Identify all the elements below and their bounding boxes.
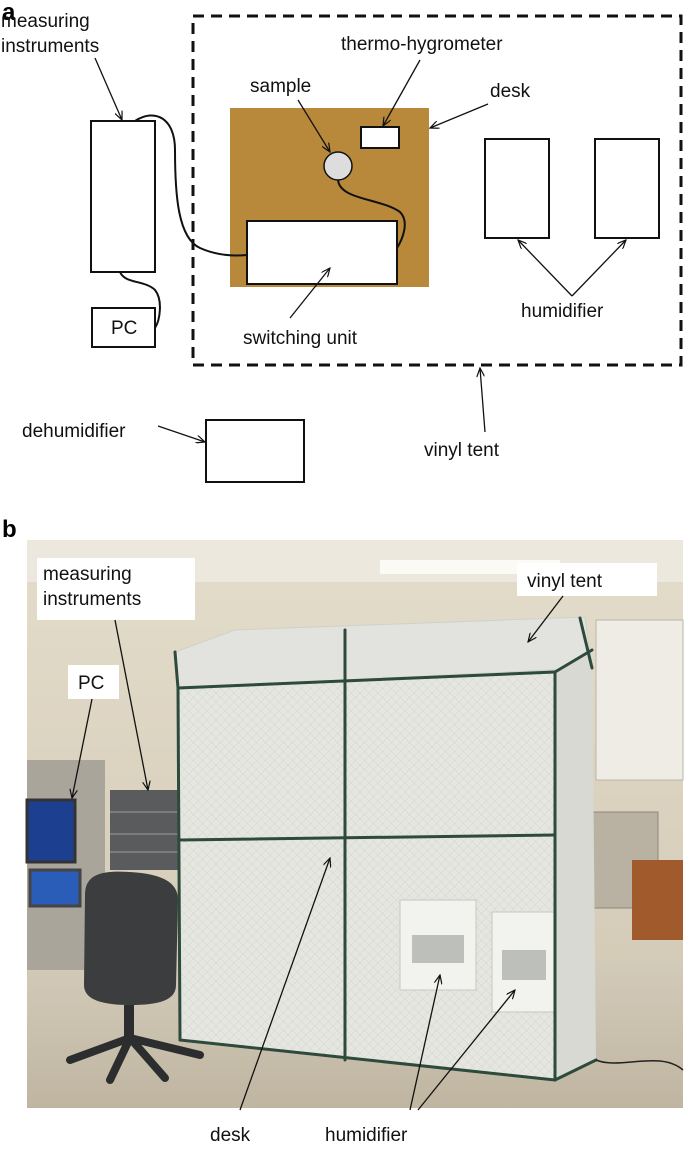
cable-instruments-to-pc — [119, 271, 161, 329]
arrow-sample — [297, 99, 330, 152]
arrow-humidifier-2 — [571, 240, 626, 297]
tag-vinyl-tent — [517, 563, 657, 596]
chair-post — [124, 1005, 134, 1040]
label-dehumidifier: dehumidifier — [22, 421, 126, 442]
photo-label-vinyl-tent: vinyl tent — [527, 571, 603, 592]
chair-base — [66, 1033, 204, 1084]
photo-label-measuring-line1: measuring — [43, 564, 132, 585]
photo-label-humidifier: humidifier — [325, 1125, 408, 1146]
photo-arrow-desk — [239, 858, 330, 1111]
instrument-stack — [110, 790, 180, 870]
tent-frame — [173, 616, 598, 1082]
floor-cable — [595, 1059, 684, 1071]
panel-a-letter: a — [2, 0, 16, 26]
window-blinds — [595, 619, 684, 781]
arrow-humidifier-1 — [518, 240, 573, 297]
humidifier-grille-1 — [412, 935, 464, 963]
cable-instruments-to-switching — [134, 114, 248, 257]
panel-a: a measuring instruments thermo-hygromete… — [1, 0, 683, 483]
label-thermo-hygrometer: thermo-hygrometer — [341, 34, 503, 55]
arrow-vinyl-tent — [480, 368, 486, 433]
label-pc: PC — [111, 318, 137, 339]
humidifier-grille-2 — [502, 950, 546, 980]
photo-label-instruments-line2: instruments — [43, 589, 141, 610]
sample-circle — [323, 151, 353, 181]
photo-arrow-humidifier-1 — [409, 975, 440, 1111]
tent-side-panel — [555, 650, 596, 1080]
label-humidifier: humidifier — [521, 301, 604, 322]
label-sample: sample — [250, 76, 311, 97]
humidifier-box-2 — [594, 138, 660, 239]
label-instruments-line2: instruments — [1, 36, 99, 57]
label-switching-unit: switching unit — [243, 328, 358, 349]
arrow-thermo-hygrometer — [383, 59, 421, 126]
panel-b: b — [2, 516, 684, 1146]
arrow-switching-unit — [289, 268, 330, 319]
office-chair — [84, 871, 178, 1005]
room-photo — [25, 540, 684, 1108]
pc-box — [91, 307, 156, 348]
cable-sample-to-switching — [337, 179, 406, 249]
photo-arrow-vinyl-tent — [528, 595, 564, 642]
photo-label-desk: desk — [210, 1125, 251, 1146]
photo-arrow-humidifier-2 — [417, 990, 515, 1111]
humidifier-box-1 — [484, 138, 550, 239]
photo-label-pc: PC — [78, 673, 104, 694]
photo-arrow-measuring-instruments — [114, 619, 148, 790]
ceiling-light — [380, 560, 560, 574]
vinyl-tent-boundary — [191, 14, 683, 367]
arrow-desk — [430, 103, 489, 128]
tent-front-mesh — [178, 672, 555, 1080]
arrow-measuring-instruments — [94, 57, 122, 120]
tag-pc — [68, 665, 119, 699]
label-vinyl-tent: vinyl tent — [424, 440, 500, 461]
cardboard-box — [632, 860, 683, 940]
panel-b-letter: b — [2, 516, 17, 543]
measuring-instruments-box — [90, 120, 156, 273]
tag-measuring-instruments — [37, 558, 195, 620]
laptop — [28, 868, 82, 908]
label-measuring-line1: measuring — [1, 11, 90, 32]
dehumidifier-box — [205, 419, 305, 483]
arrow-dehumidifier — [157, 425, 205, 442]
switching-unit-box — [246, 220, 398, 285]
thermo-hygrometer-box — [360, 126, 400, 149]
label-desk: desk — [490, 81, 531, 102]
photo-arrow-pc — [72, 698, 93, 798]
pc-monitor — [25, 798, 77, 864]
